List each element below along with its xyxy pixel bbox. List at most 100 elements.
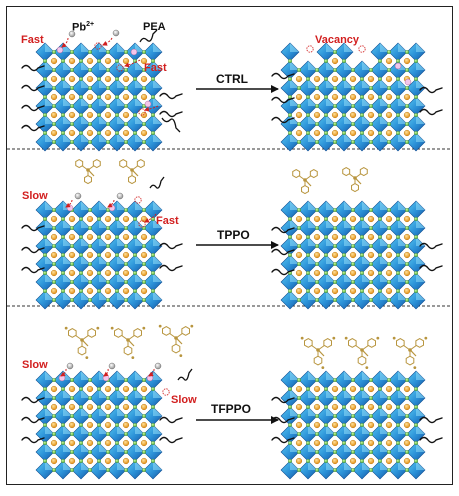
octahedron-facet xyxy=(290,407,299,416)
halide-anion xyxy=(405,104,409,108)
halide-anion xyxy=(315,244,319,248)
octahedron-facet xyxy=(362,291,371,300)
halide-anion xyxy=(351,378,355,382)
halide-anion xyxy=(88,432,92,436)
phenyl-ring xyxy=(292,169,301,179)
octahedron-facet xyxy=(380,425,389,434)
diffusion-arrow xyxy=(103,368,109,377)
halide-anion xyxy=(115,405,119,409)
octahedron-facet xyxy=(416,97,425,106)
halide-anion xyxy=(52,450,56,454)
halide-anion xyxy=(315,208,319,212)
halide-anion xyxy=(52,262,56,266)
halide-anion xyxy=(414,459,418,463)
octahedron-facet xyxy=(81,461,90,470)
a-site-cation xyxy=(295,129,303,137)
a-site-cation xyxy=(385,233,393,241)
octahedron-facet xyxy=(326,237,335,246)
halide-anion xyxy=(378,77,382,81)
halide-anion xyxy=(133,387,137,391)
halide-anion xyxy=(414,235,418,239)
a-site-cation xyxy=(86,129,94,137)
octahedron-facet xyxy=(398,425,407,434)
p-o-bond xyxy=(128,340,135,347)
halide-anion xyxy=(315,122,319,126)
a-site-cation xyxy=(349,269,357,277)
a-site-cation xyxy=(403,215,411,223)
halide-anion xyxy=(97,387,101,391)
octahedron-facet xyxy=(362,443,371,452)
halide-anion xyxy=(133,441,137,445)
halide-anion xyxy=(151,95,155,99)
a-site-cation xyxy=(331,439,339,447)
pea-molecule xyxy=(271,248,295,256)
a-site-cation xyxy=(349,251,357,259)
halide-anion xyxy=(306,405,310,409)
halide-anion xyxy=(115,289,119,293)
pea-molecule xyxy=(271,96,295,104)
phenyl-ring xyxy=(114,327,123,338)
octahedron-facet xyxy=(398,389,407,398)
halide-anion xyxy=(61,459,65,463)
phenyl-ring xyxy=(77,345,87,356)
halide-anion xyxy=(360,405,364,409)
octahedron-facet xyxy=(117,443,126,452)
a-site-cation xyxy=(385,111,393,119)
a-site-cation xyxy=(295,251,303,259)
octahedron-facet xyxy=(63,273,72,282)
octahedron-facet xyxy=(117,115,126,124)
figure-border xyxy=(6,6,453,485)
halide-anion xyxy=(333,432,337,436)
halide-anion xyxy=(333,68,337,72)
pea-molecule xyxy=(159,92,183,100)
a-site-cation xyxy=(385,287,393,295)
halide-anion xyxy=(297,432,301,436)
halide-anion xyxy=(378,235,382,239)
phenyl-ring xyxy=(357,355,367,366)
halide-anion xyxy=(124,140,128,144)
halide-anion xyxy=(378,387,382,391)
a-site-cation xyxy=(313,93,321,101)
octahedron-facet xyxy=(117,425,126,434)
a-site-cation xyxy=(385,269,393,277)
octahedron-facet xyxy=(135,237,144,246)
a-site-cation xyxy=(104,385,112,393)
halide-anion xyxy=(342,77,346,81)
a-site-cation xyxy=(104,251,112,259)
octahedron-facet xyxy=(344,255,353,264)
octahedron-facet xyxy=(326,273,335,282)
a-site-cation xyxy=(403,233,411,241)
octahedron-facet xyxy=(81,291,90,300)
halide-anion xyxy=(360,387,364,391)
diffusion-arrow xyxy=(60,368,67,377)
a-site-cation xyxy=(385,251,393,259)
halide-anion xyxy=(61,113,65,117)
halide-anion xyxy=(88,298,92,302)
halide-anion xyxy=(88,468,92,472)
halide-anion xyxy=(351,468,355,472)
a-site-cation xyxy=(385,457,393,465)
halide-anion xyxy=(333,450,337,454)
phenyl-ring xyxy=(351,183,359,193)
halide-anion xyxy=(378,289,382,293)
pea-chain xyxy=(419,86,443,94)
pb-ion xyxy=(112,29,120,37)
octahedron-facet xyxy=(45,201,54,210)
halide-anion xyxy=(351,450,355,454)
halide-anion xyxy=(396,387,400,391)
phenyl-ring xyxy=(304,337,313,348)
pea-chain xyxy=(159,264,183,272)
octahedron-facet xyxy=(344,201,353,210)
a-site-cation xyxy=(295,233,303,241)
halide-anion xyxy=(387,86,391,90)
octahedron-facet xyxy=(290,79,299,88)
halide-anion xyxy=(124,468,128,472)
halide-anion xyxy=(405,86,409,90)
pea-incoming xyxy=(149,176,165,189)
octahedron-facet xyxy=(416,371,425,380)
octahedron-facet xyxy=(326,407,335,416)
a-site-cation xyxy=(50,403,58,411)
halide-anion xyxy=(360,289,364,293)
pea-chain xyxy=(21,436,45,444)
halide-anion xyxy=(142,378,146,382)
